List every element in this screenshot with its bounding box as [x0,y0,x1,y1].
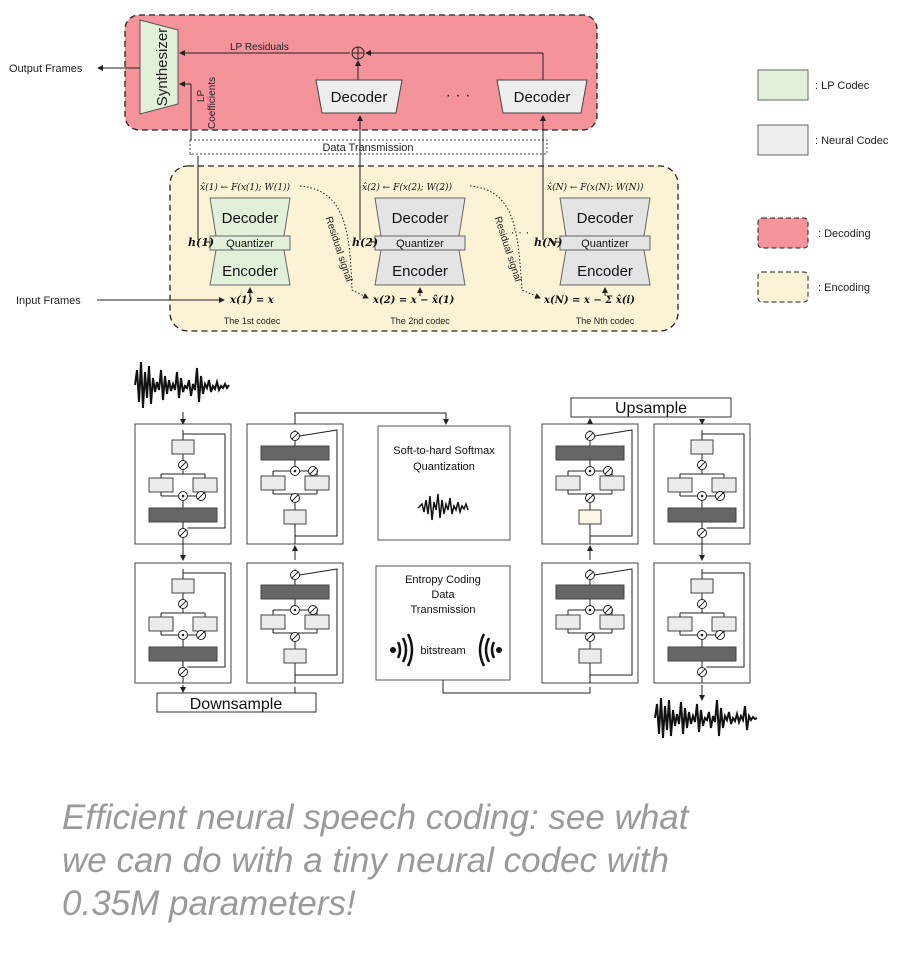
codec-n-quantizer-label: Quantizer [581,238,629,250]
residual-curve-2 [469,185,541,299]
xn-label: x(N) = x − Σ x̂(i) [543,295,635,306]
caption: Efficient neural speech coding: see what… [62,798,689,923]
data-transmission-bar [189,139,548,155]
codec-2-encoder-label: Encoder [392,263,448,280]
quantized-waveform [417,493,469,521]
enc-block-1a [134,423,232,545]
codec-2-decoder-label: Decoder [392,210,449,227]
legend-label-neural-codec: : Neural Codec [815,135,889,147]
h1-label: h(1) [188,236,214,249]
legend-swatch-encoding [757,271,809,303]
dec-block-1a [541,423,639,545]
data-transmission-label: Data Transmission [322,142,413,154]
codec-2-name: The 2nd codec [390,316,450,326]
residual-curve-1 [299,185,369,299]
top-decoder-n [496,79,588,114]
dec-block-1b [541,562,639,684]
codec-2-quantizer-label: Quantizer [396,238,444,250]
broadcast-right-icon [478,633,502,667]
upsample-box [570,397,732,418]
dec-block-2b [653,562,751,684]
enc-to-quant-line [294,412,449,425]
legend-label-decoding: : Decoding [818,228,871,240]
downsample-box [156,692,317,713]
upsample-label: Upsample [615,400,687,417]
entropy-label-3: Transmission [411,604,476,616]
xhat-1-label: x̂(1) ← F(x(1); W(1)) [200,182,291,193]
entropy-label-2: Data [431,589,455,601]
synthesizer-label: Synthesizer [154,28,171,106]
input-frames-label: Input Frames [16,295,81,307]
entropy-to-dec-line [442,680,591,694]
legend-label-lp-codec: : LP Codec [815,80,870,92]
top-ellipsis: · · · [446,87,471,104]
codec-1-quantizer-label: Quantizer [226,238,274,250]
quantization-label-2: Quantization [413,461,475,473]
x1-label: x(1) = x [229,295,275,306]
lp-residuals-label: LP Residuals [230,42,289,53]
h2-label: h(2) [352,236,378,249]
broadcast-left-icon [390,633,414,667]
codec-1-encoder-label: Encoder [222,263,278,280]
codec-1-decoder-label: Decoder [222,210,279,227]
legend-swatch-decoding [757,217,809,249]
enc-block-1b [134,562,232,684]
codec-2 [374,197,466,286]
lp-coefficients-label-2: Coefficients [207,77,218,129]
entropy-label-1: Entropy Coding [405,574,481,586]
top-decoder-2-label: Decoder [331,89,388,106]
top-decoder-n-label: Decoder [514,89,571,106]
output-waveform [654,697,758,739]
codec-1 [209,197,291,286]
downsample-label: Downsample [190,696,283,713]
codec-n [559,197,651,286]
input-waveform [134,361,230,409]
hn-label: h(N) [534,236,562,249]
dec-block-2a [653,423,751,545]
codec-1-name: The 1st codec [224,316,281,326]
mid-ellipsis: · · · [511,225,530,239]
codec-n-name: The Nth codec [576,316,635,326]
codec-n-encoder-label: Encoder [577,263,633,280]
decoding-region [124,14,598,131]
legend-label-encoding: : Encoding [818,282,870,294]
top-decoder-2 [315,79,403,114]
synthesizer-block [139,19,179,115]
quantization-label-1: Soft-to-hard Softmax [393,445,495,457]
output-frames-label: Output Frames [9,63,83,75]
legend-swatch-neural-codec [757,124,809,156]
enc-block-2a [246,423,344,545]
legend-swatch-lp-codec [757,69,809,101]
enc-block-2b [246,562,344,684]
xhat-2-label: x̂(2) ← F(x(2); W(2)) [362,182,453,193]
codec-n-decoder-label: Decoder [577,210,634,227]
lp-coefficients-label-1: LP [196,90,207,103]
quantization-box [377,425,511,541]
bitstream-label: bitstream [420,645,465,657]
xhat-n-label: x̂(N) ← F(x(N); W(N)) [547,182,644,193]
x2-label: x(2) = x − x̂(1) [372,295,455,306]
